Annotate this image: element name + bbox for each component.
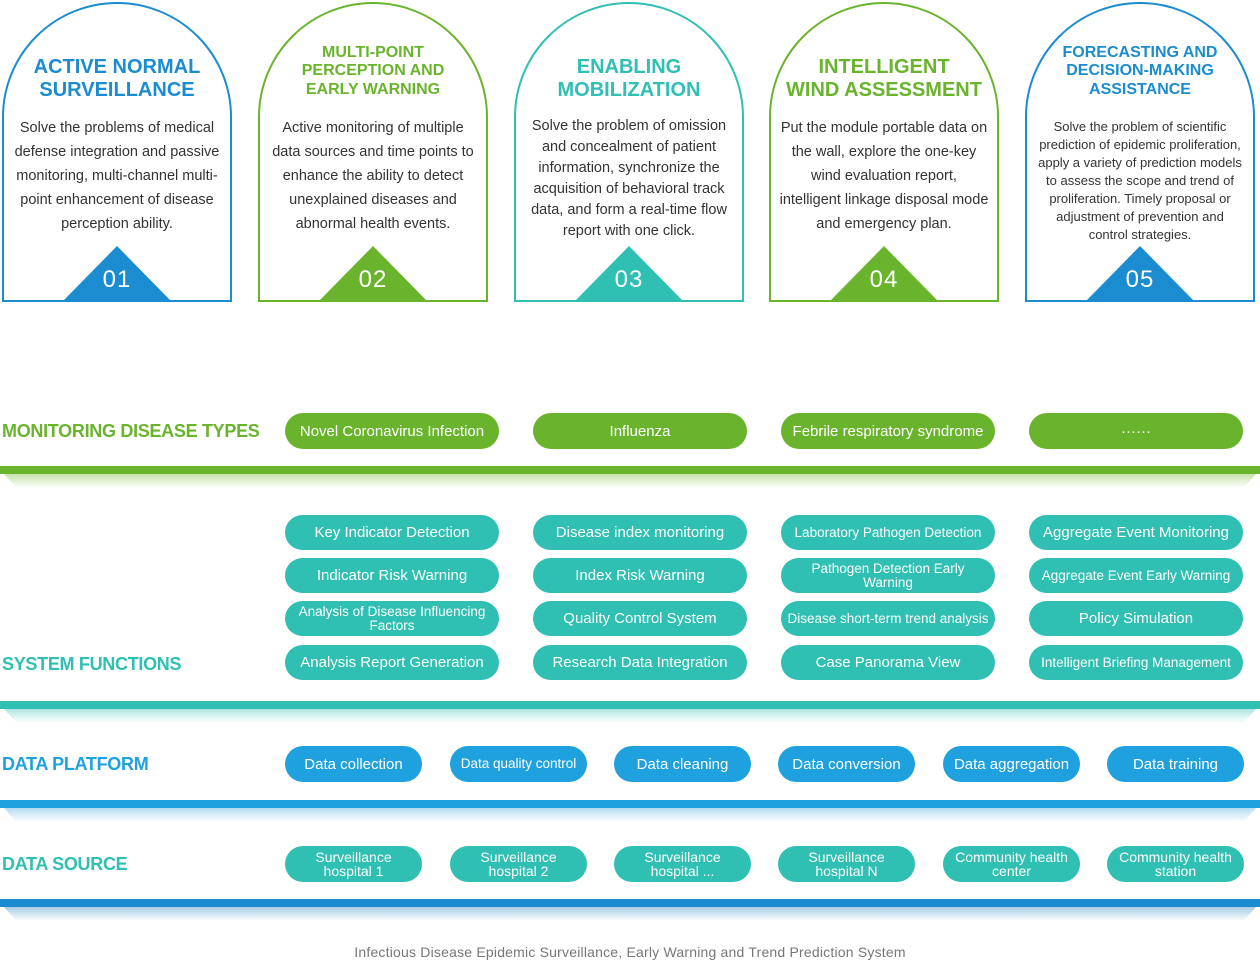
- feature-card-title-line: WIND ASSESSMENT: [786, 79, 982, 101]
- system-function-pill: Key Indicator Detection: [285, 515, 499, 550]
- data-source-pill: Surveillance hospital ...: [614, 846, 751, 882]
- system-function-pill: Research Data Integration: [533, 645, 747, 680]
- feature-card-title-line: PERCEPTION AND: [301, 62, 445, 80]
- data-source-pill: Community health center: [943, 846, 1080, 882]
- system-function-pill: Disease index monitoring: [533, 515, 747, 550]
- data-source-pill: Surveillance hospital 1: [285, 846, 422, 882]
- platform-divider: [0, 800, 1260, 822]
- data-platform-label: DATA PLATFORM: [2, 754, 149, 774]
- system-function-pill: Case Panorama View: [781, 645, 995, 680]
- system-function-pill: Aggregate Event Early Warning: [1029, 558, 1243, 593]
- feature-card-number: 03: [614, 266, 644, 293]
- data-platform-pill: Data collection: [285, 746, 422, 782]
- system-function-pill: Aggregate Event Monitoring: [1029, 515, 1243, 550]
- feature-card-number-badge: 03: [576, 246, 682, 300]
- feature-card-description: Solve the problem of omission and concea…: [531, 118, 727, 239]
- system-function-pill: Analysis of Disease Influencing Factors: [285, 601, 499, 636]
- feature-card-title-line: SURVEILLANCE: [39, 79, 195, 101]
- feature-card-title-line: DECISION-MAKING: [1066, 62, 1214, 80]
- system-function-pill: Analysis Report Generation: [285, 645, 499, 680]
- feature-card-number-badge: 04: [831, 246, 937, 300]
- feature-card-number-badge: 01: [64, 246, 170, 300]
- feature-card-description: Solve the problem of scientific predicti…: [1038, 119, 1242, 242]
- diagram-caption: Infectious Disease Epidemic Surveillance…: [354, 944, 906, 960]
- data-platform-pill: Data conversion: [778, 746, 915, 782]
- feature-card-description: Solve the problems of medical defense in…: [14, 120, 220, 232]
- feature-card-title-line: MOBILIZATION: [557, 79, 701, 101]
- system-function-pill: Quality Control System: [533, 601, 747, 636]
- system-function-pill: Intelligent Briefing Management: [1029, 645, 1243, 680]
- feature-card-title-line: MULTI-POINT: [322, 44, 424, 61]
- feature-card-title-line: ENABLING: [576, 56, 682, 78]
- feature-card-number: 04: [869, 266, 899, 293]
- monitoring-divider: [0, 466, 1260, 488]
- data-platform-pill: Data cleaning: [614, 746, 751, 782]
- data-platform-pill: Data training: [1107, 746, 1244, 782]
- disease-type-pill: ······: [1029, 413, 1243, 449]
- data-platform-pill: Data aggregation: [943, 746, 1080, 782]
- monitoring-disease-types-label: MONITORING DISEASE TYPES: [2, 421, 260, 441]
- feature-card-description: Put the module portable data on the wall…: [779, 120, 989, 232]
- system-function-pill: Laboratory Pathogen Detection: [781, 515, 995, 550]
- feature-card-title-line: INTELLIGENT: [818, 56, 950, 78]
- system-function-pill: Policy Simulation: [1029, 601, 1243, 636]
- data-source-pill: Surveillance hospital N: [778, 846, 915, 882]
- feature-card-number-badge: 02: [320, 246, 426, 300]
- data-source-pill: Surveillance hospital 2: [450, 846, 587, 882]
- disease-type-pill: Influenza: [533, 413, 747, 449]
- system-function-pill: Index Risk Warning: [533, 558, 747, 593]
- source-divider: [0, 899, 1260, 921]
- feature-card-title-line: ACTIVE NORMAL: [33, 56, 201, 78]
- data-platform-pill: Data quality control: [450, 746, 587, 782]
- feature-card-description: Active monitoring of multiple data sourc…: [272, 120, 474, 232]
- feature-card-title-line: EARLY WARNING: [305, 80, 441, 98]
- feature-card-number: 02: [358, 266, 388, 293]
- feature-card-number-badge: 05: [1087, 246, 1193, 300]
- feature-card-number: 05: [1125, 266, 1155, 293]
- system-function-pill: Pathogen Detection Early Warning: [781, 558, 995, 593]
- feature-card-title-line: ASSISTANCE: [1089, 80, 1191, 98]
- data-source-pill: Community health station: [1107, 846, 1244, 882]
- system-function-pill: Disease short-term trend analysis: [781, 601, 995, 636]
- system-functions-label: SYSTEM FUNCTIONS: [2, 654, 182, 674]
- disease-type-pill: Febrile respiratory syndrome: [781, 413, 995, 449]
- feature-card-number: 01: [102, 266, 132, 293]
- functions-divider: [0, 701, 1260, 723]
- feature-card-title-line: FORECASTING AND: [1062, 44, 1218, 61]
- system-function-pill: Indicator Risk Warning: [285, 558, 499, 593]
- disease-type-pill: Novel Coronavirus Infection: [285, 413, 499, 449]
- data-source-label: DATA SOURCE: [2, 854, 128, 874]
